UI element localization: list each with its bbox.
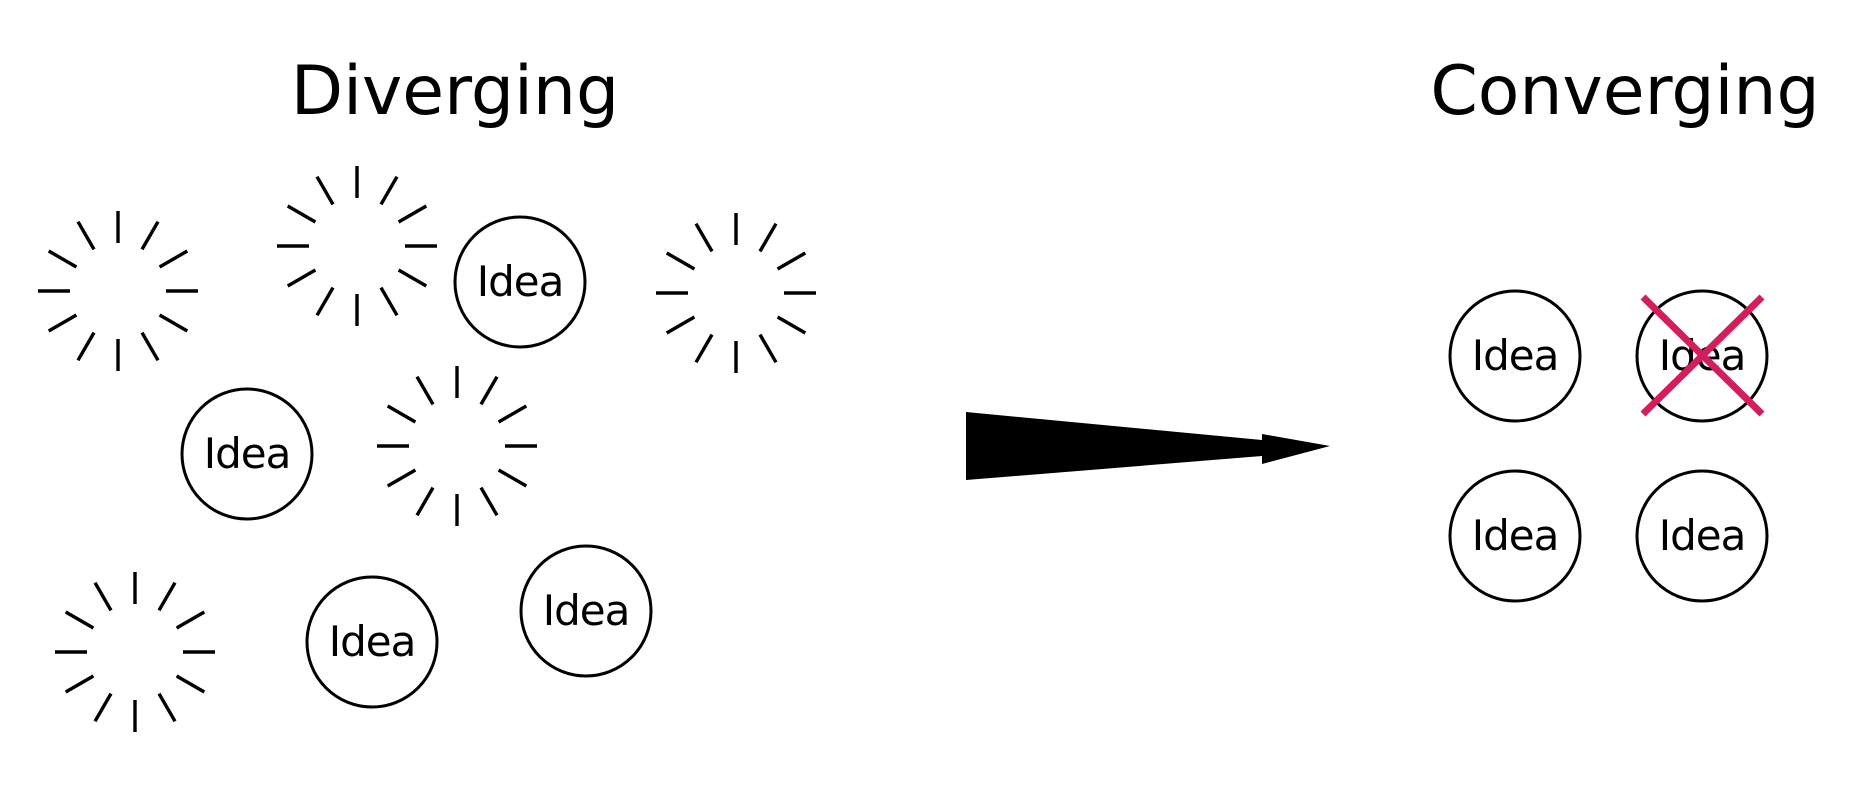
burst-ray <box>315 175 335 206</box>
arrow-right-icon <box>966 412 1330 480</box>
burst-ray <box>758 222 778 253</box>
burst-ray <box>386 404 417 424</box>
burst-ray <box>665 251 696 271</box>
burst-ray <box>175 674 206 694</box>
burst-ray <box>286 204 317 224</box>
idea-label: Idea <box>543 586 630 635</box>
sparkle-burst-icon <box>55 572 215 732</box>
diverging-idea: Idea <box>180 387 314 521</box>
idea-circle <box>1635 469 1769 603</box>
burst-ray <box>776 315 807 335</box>
burst-ray <box>158 313 189 333</box>
diverging-idea: Idea <box>305 575 439 709</box>
burst-ray <box>497 468 528 488</box>
converging-idea: Idea <box>1448 289 1582 423</box>
idea-circle <box>180 387 314 521</box>
sparkle-burst-icon <box>656 213 816 373</box>
burst-ray <box>315 286 335 317</box>
converging-title: Converging <box>1430 52 1819 131</box>
burst-ray <box>386 468 417 488</box>
burst-ray <box>157 692 177 723</box>
diverging-idea: Idea <box>519 544 653 678</box>
idea-label: Idea <box>1472 511 1559 560</box>
burst-ray <box>47 249 78 269</box>
burst-ray <box>379 175 399 206</box>
burst-ray <box>157 581 177 612</box>
idea-circle <box>519 544 653 678</box>
converging-idea-rejected: Idea <box>1635 289 1769 423</box>
converging-idea: Idea <box>1448 469 1582 603</box>
diverging-title: Diverging <box>291 52 619 131</box>
burst-ray <box>497 404 528 424</box>
burst-ray <box>694 333 714 364</box>
idea-circle <box>453 215 587 349</box>
burst-ray <box>175 610 206 630</box>
unformed-ideas-group <box>38 166 816 732</box>
sparkle-burst-icon <box>377 366 537 526</box>
sparkle-burst-icon <box>277 166 437 326</box>
idea-circle <box>1448 289 1582 423</box>
burst-ray <box>140 331 160 362</box>
burst-ray <box>64 674 95 694</box>
idea-label: Idea <box>1659 511 1746 560</box>
burst-ray <box>479 375 499 406</box>
burst-ray <box>76 331 96 362</box>
idea-label: Idea <box>1472 331 1559 380</box>
burst-ray <box>93 692 113 723</box>
arrow-shape <box>966 412 1330 480</box>
burst-ray <box>776 251 807 271</box>
burst-ray <box>379 286 399 317</box>
idea-label: Idea <box>329 617 416 666</box>
burst-ray <box>286 268 317 288</box>
burst-ray <box>76 220 96 251</box>
idea-label: Idea <box>204 429 291 478</box>
diverging-idea: Idea <box>453 215 587 349</box>
idea-circle <box>1448 469 1582 603</box>
sparkle-burst-icon <box>38 211 198 371</box>
burst-ray <box>158 249 189 269</box>
cross-mark-icon <box>1640 294 1765 417</box>
burst-ray <box>415 486 435 517</box>
idea-label: Idea <box>477 257 564 306</box>
burst-ray <box>479 486 499 517</box>
burst-ray <box>397 204 428 224</box>
burst-ray <box>93 581 113 612</box>
burst-ray <box>47 313 78 333</box>
burst-ray <box>665 315 696 335</box>
burst-ray <box>397 268 428 288</box>
burst-ray <box>140 220 160 251</box>
converging-idea: Idea <box>1635 469 1769 603</box>
cross-mark-stroke <box>1640 294 1765 417</box>
burst-ray <box>415 375 435 406</box>
burst-ray <box>694 222 714 253</box>
idea-circle <box>305 575 439 709</box>
burst-ray <box>758 333 778 364</box>
burst-ray <box>64 610 95 630</box>
